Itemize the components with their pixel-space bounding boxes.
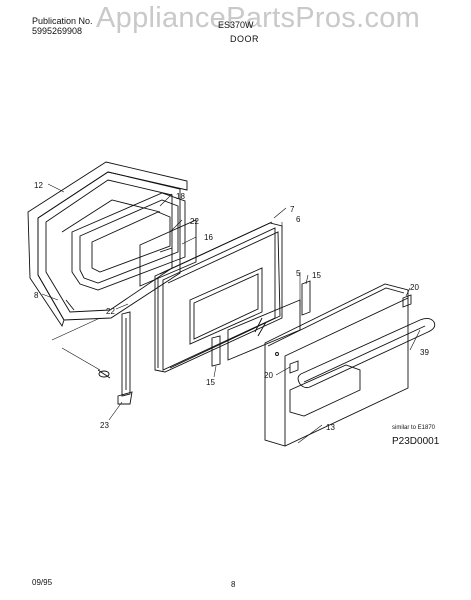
callout-18: 18 [176, 192, 185, 201]
door-handle [297, 317, 436, 389]
callout-8: 8 [34, 291, 39, 300]
callout-15-bottom: 15 [206, 378, 215, 387]
inner-door-liner [27, 161, 188, 328]
model-number: ES370W [218, 20, 254, 30]
callout-16: 16 [204, 233, 213, 242]
footer-page-number: 8 [231, 580, 236, 589]
hinge-arm [97, 311, 133, 405]
footer-date: 09/95 [32, 578, 53, 587]
callout-12: 12 [34, 181, 43, 190]
hinge-brackets [211, 280, 311, 367]
callout-5: 5 [296, 269, 301, 278]
callout-7: 7 [290, 205, 295, 214]
callout-39: 39 [420, 348, 429, 357]
section-title: DOOR [230, 34, 259, 44]
callout-13: 13 [326, 423, 335, 432]
inner-glass-panel [139, 219, 197, 287]
callout-22-top: 22 [190, 217, 199, 226]
callout-15-top: 15 [312, 271, 321, 280]
door-panel-stack [154, 221, 283, 373]
outer-door-panel [264, 283, 409, 447]
publication-number: 5995269908 [32, 26, 83, 36]
callout-6: 6 [296, 215, 301, 224]
publication-label: Publication No. [32, 16, 93, 26]
callout-22-bottom: 22 [106, 307, 115, 316]
watermark: AppliancePartsPros.com [96, 2, 421, 34]
callout-20-bottom: 20 [264, 371, 273, 380]
inner-glass-frame [71, 192, 186, 291]
similar-note: similar to E1870 [392, 425, 436, 431]
diagram-code: P23D0001 [392, 436, 440, 447]
handle-end-caps [289, 294, 412, 374]
outer-glass [227, 299, 301, 361]
callout-20-top: 20 [410, 283, 419, 292]
callout-23: 23 [100, 421, 109, 430]
